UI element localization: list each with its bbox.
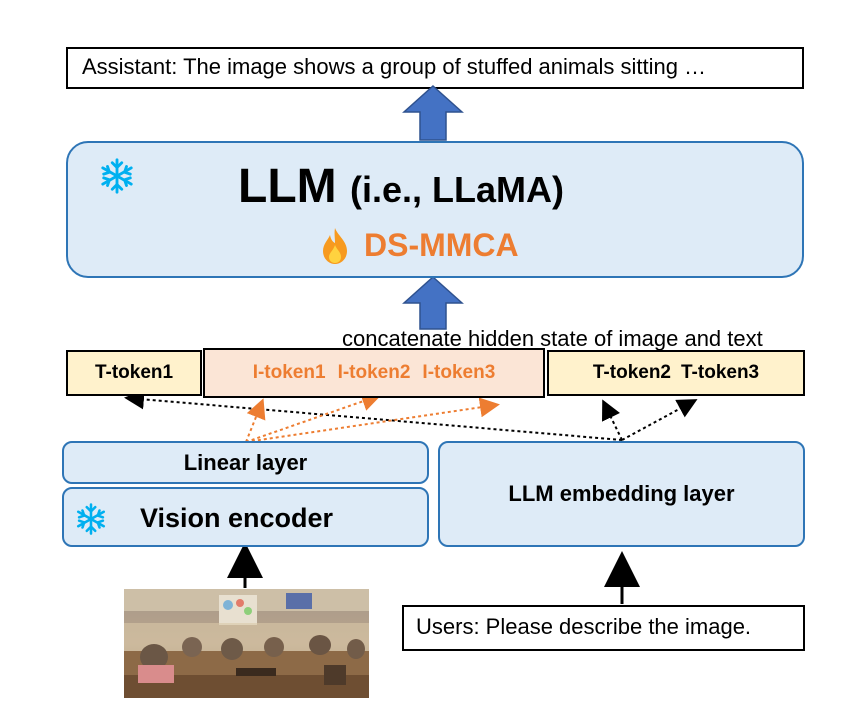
embedding-layer-box: LLM embedding layer (438, 441, 805, 547)
orange-arrow-i3 (245, 397, 500, 443)
image-token-1: I-token1 (252, 362, 326, 383)
text-token-1: T-token1 (66, 350, 202, 396)
text-tokens-2-3-box: T-token2 T-token3 (547, 350, 805, 396)
vision-encoder-box: Vision encoder (62, 487, 429, 547)
linear-layer-label: Linear layer (183, 449, 308, 475)
embedding-layer-label: LLM embedding layer (508, 481, 735, 506)
user-input-box: Users: Please describe the image. (402, 605, 805, 651)
snowflake-icon (76, 503, 106, 535)
block-arrow-middle (402, 275, 464, 330)
assistant-output-box: Assistant: The image shows a group of st… (66, 47, 804, 89)
snowflake-icon (101, 158, 133, 194)
flame-icon (323, 228, 347, 264)
adapter-label: DS-MMCA (364, 227, 519, 263)
dotted-arrow-t3 (621, 399, 698, 441)
llm-title-sub: (i.e., LLaMA) (349, 169, 564, 210)
llm-title-main: LLM (238, 160, 337, 213)
image-token-3: I-token3 (422, 362, 496, 383)
orange-arrow-i2 (245, 391, 382, 443)
llm-box: LLM (i.e., LLaMA) DS-MMCA (66, 141, 804, 278)
dotted-arrow-t1 (124, 389, 623, 441)
orange-arrow-i1 (245, 398, 266, 443)
assistant-output-text: Assistant: The image shows a group of st… (82, 54, 707, 79)
dotted-arrow-t2 (602, 399, 623, 441)
text-token-1-label: T-token1 (94, 362, 174, 383)
llm-title: LLM (i.e., LLaMA) (238, 159, 564, 214)
image-token-2: I-token2 (337, 362, 411, 383)
block-arrow-top (402, 84, 464, 141)
vision-encoder-label: Vision encoder (140, 503, 334, 533)
linear-layer-box: Linear layer (62, 441, 429, 484)
text-token-2: T-token2 (592, 362, 671, 383)
concat-label: concatenate hidden state of image and te… (342, 326, 763, 351)
image-tokens-box: I-token1 I-token2 I-token3 (203, 348, 545, 398)
text-token-3: T-token3 (681, 362, 760, 383)
user-input-text: Users: Please describe the image. (416, 614, 752, 639)
input-image (124, 589, 369, 698)
